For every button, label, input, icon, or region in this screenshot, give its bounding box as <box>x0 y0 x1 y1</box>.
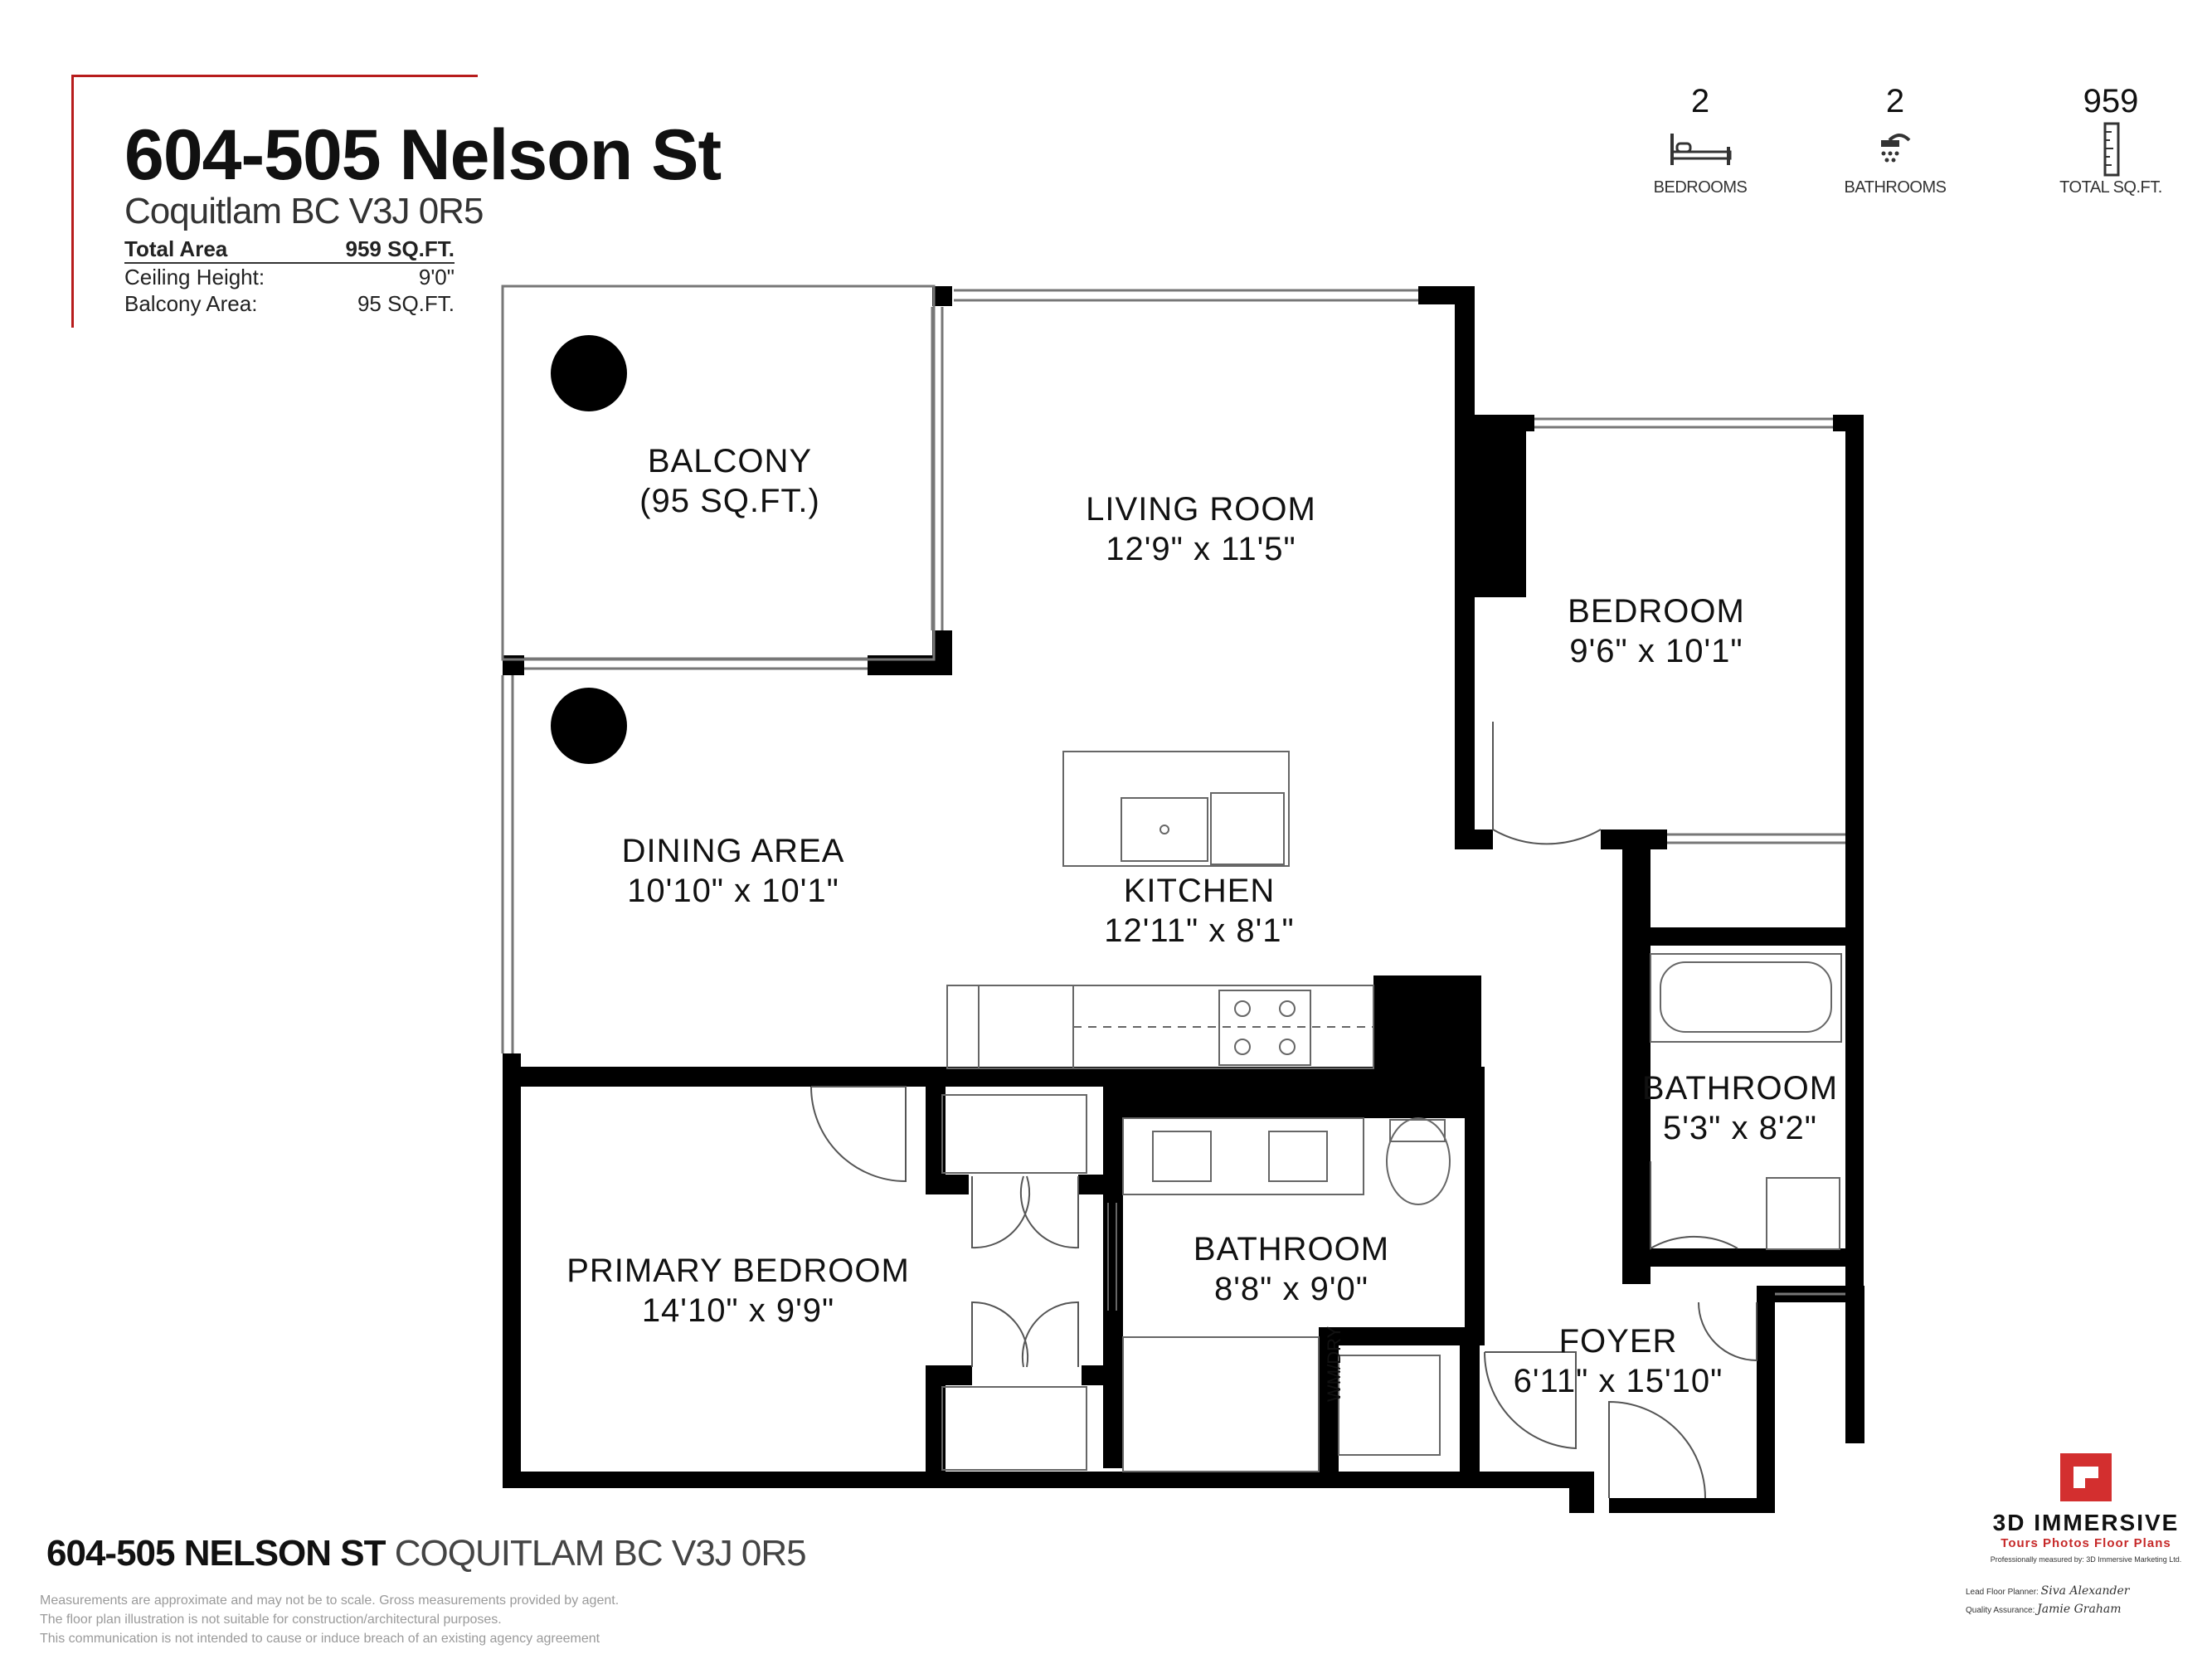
balcony-railing <box>501 285 1845 1296</box>
brand-tagline: Tours Photos Floor Plans <box>2001 1536 2171 1550</box>
credit-row-qa: Quality Assurance: Jamie Graham <box>1966 1601 2206 1619</box>
room-dims: 12'11" x 8'1" <box>1104 912 1295 949</box>
shower-icon <box>1821 120 1970 178</box>
ruler-icon <box>2036 120 2185 178</box>
footer-address-street: 604-505 NELSON ST <box>46 1533 386 1574</box>
room-label-bathroom-2: BATHROOM 5'3" x 8'2" <box>1642 1068 1838 1148</box>
room-dims: 6'11" x 15'10" <box>1513 1363 1723 1399</box>
room-dims: 10'10" x 10'1" <box>627 873 839 909</box>
stat-total-sqft: 959 TOTAL SQ.FT. <box>2036 83 2185 197</box>
disclaimer-line: The floor plan illustration is not suita… <box>40 1613 502 1627</box>
spec-label: Ceiling Height: <box>124 265 265 289</box>
room-label-dining-area: DINING AREA 10'10" x 10'1" <box>622 831 845 911</box>
brand-credits: Lead Floor Planner: Siva Alexander Quali… <box>1966 1583 2206 1619</box>
stat-label: BATHROOMS <box>1844 178 1947 197</box>
credit-row-planner: Lead Floor Planner: Siva Alexander <box>1966 1583 2206 1601</box>
stat-number: 2 <box>1690 83 1710 119</box>
disclaimer-line: Measurements are approximate and may not… <box>40 1593 620 1608</box>
credit-label: Lead Floor Planner: <box>1966 1588 2039 1597</box>
room-name: PRIMARY BEDROOM <box>566 1253 910 1289</box>
room-label-kitchen: KITCHEN 12'11" x 8'1" <box>1104 871 1294 951</box>
room-name: FOYER <box>1558 1323 1678 1360</box>
footer-address-city: COQUITLAM BC V3J 0R5 <box>394 1533 807 1574</box>
room-dims: 5'3" x 8'2" <box>1663 1110 1817 1146</box>
credit-label: Quality Assurance: <box>1966 1606 2035 1615</box>
room-name: KITCHEN <box>1123 873 1276 909</box>
room-dims: (95 SQ.FT.) <box>639 483 820 519</box>
disclaimer: Measurements are approximate and may not… <box>40 1591 786 1648</box>
room-name: BATHROOM <box>1193 1231 1390 1267</box>
listing-city: Coquitlam BC V3J 0R5 <box>124 191 484 231</box>
stat-label: BEDROOMS <box>1653 178 1748 197</box>
stat-bathrooms: 2 BATHROOMS <box>1821 83 1970 197</box>
brand-block: 3D IMMERSIVE Tours Photos Floor Plans Pr… <box>1986 1453 2185 1564</box>
planner-signature: Siva Alexander <box>2040 1584 2130 1598</box>
bed-icon <box>1626 120 1775 178</box>
stat-label: TOTAL SQ.FT. <box>2059 178 2162 197</box>
header-accent-bar <box>71 75 74 328</box>
spec-value: 9'0" <box>418 265 455 289</box>
room-name: LIVING ROOM <box>1086 491 1316 528</box>
footer-address: 604-505 NELSON ST COQUITLAM BC V3J 0R5 <box>46 1533 807 1574</box>
columns <box>551 335 627 764</box>
stat-number: 959 <box>2083 83 2139 119</box>
fixtures <box>941 751 1842 1472</box>
stat-bedrooms: 2 BEDROOMS <box>1626 83 1775 197</box>
stat-number: 2 <box>1885 83 1905 119</box>
room-dims: 8'8" x 9'0" <box>1214 1271 1369 1307</box>
room-name: DINING AREA <box>621 833 845 869</box>
listing-title: 604-505 Nelson St <box>124 115 722 195</box>
qa-signature: Jamie Graham <box>2037 1603 2122 1616</box>
laundry-label: WM/DRY <box>1324 1326 1344 1402</box>
room-name: BEDROOM <box>1568 593 1745 630</box>
spec-value: 95 SQ.FT. <box>357 291 455 316</box>
spec-row-total-area: Total Area 959 SQ.FT. <box>124 236 455 264</box>
doors <box>810 722 1757 1499</box>
room-label-foyer: FOYER 6'11" x 15'10" <box>1514 1321 1723 1401</box>
spec-label: Balcony Area: <box>124 291 258 316</box>
room-name: BATHROOM <box>1641 1070 1839 1107</box>
spec-table: Total Area 959 SQ.FT. Ceiling Height: 9'… <box>124 236 455 317</box>
room-label-primary-bedroom: PRIMARY BEDROOM 14'10" x 9'9" <box>566 1251 910 1331</box>
room-label-bedroom: BEDROOM 9'6" x 10'1" <box>1568 591 1745 671</box>
spec-row-ceiling: Ceiling Height: 9'0" <box>124 264 455 290</box>
room-dims: 12'9" x 11'5" <box>1106 531 1296 567</box>
disclaimer-line: This communication is not intended to ca… <box>40 1632 600 1646</box>
spec-label: Total Area <box>124 236 228 261</box>
room-name: BALCONY <box>647 443 813 479</box>
brand-logo-icon <box>2060 1453 2112 1501</box>
header-accent-line <box>73 75 478 77</box>
room-label-bathroom-1: BATHROOM 8'8" x 9'0" <box>1194 1229 1389 1309</box>
room-label-balcony: BALCONY (95 SQ.FT.) <box>639 441 820 521</box>
brand-measured-by: Professionally measured by: 3D Immersive… <box>1990 1555 2182 1564</box>
room-dims: 9'6" x 10'1" <box>1569 633 1743 669</box>
brand-name: 3D IMMERSIVE <box>1992 1510 2180 1535</box>
room-dims: 14'10" x 9'9" <box>641 1292 835 1329</box>
spec-value: 959 SQ.FT. <box>345 236 455 261</box>
room-label-living-room: LIVING ROOM 12'9" x 11'5" <box>1086 489 1316 569</box>
spec-row-balcony: Balcony Area: 95 SQ.FT. <box>124 290 455 317</box>
